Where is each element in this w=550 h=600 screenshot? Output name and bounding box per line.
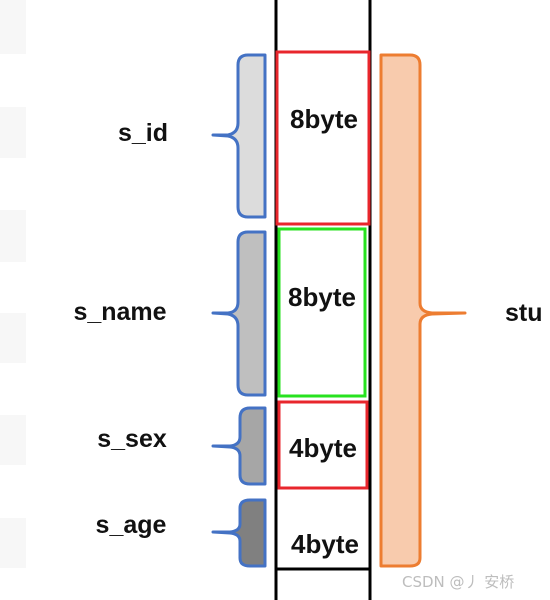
field-size-label: 8byte	[288, 282, 356, 312]
stripe	[0, 107, 26, 158]
field-bracket	[211, 406, 267, 486]
field-s-sex: s_sex 4byte	[97, 400, 369, 490]
memory-cell	[275, 50, 371, 226]
field-bracket	[211, 53, 267, 219]
field-name-label: s_sex	[97, 425, 167, 453]
stripe	[0, 518, 26, 568]
stripe	[0, 415, 26, 465]
memory-cell	[277, 227, 367, 398]
left-edge-stripes	[0, 0, 26, 568]
struct-group: stu	[379, 53, 543, 568]
struct-name-label: stu	[505, 299, 543, 327]
field-bracket	[211, 230, 267, 397]
field-s-age: s_age 4byte	[96, 492, 367, 568]
field-size-label: 8byte	[290, 104, 358, 134]
field-name-label: s_name	[73, 298, 166, 326]
field-name-label: s_age	[96, 511, 167, 539]
struct-bracket	[379, 53, 467, 568]
stripe	[0, 313, 26, 363]
memory-cell	[277, 400, 369, 490]
field-s-id: s_id 8byte	[118, 50, 371, 226]
field-name-label: s_id	[118, 119, 168, 147]
field-s-name: s_name 8byte	[73, 227, 367, 398]
field-size-label: 4byte	[289, 433, 357, 463]
memory-cell	[279, 492, 367, 567]
stripe	[0, 0, 26, 54]
stripe	[0, 210, 26, 262]
field-bracket	[211, 498, 267, 568]
field-size-label: 4byte	[291, 529, 359, 559]
